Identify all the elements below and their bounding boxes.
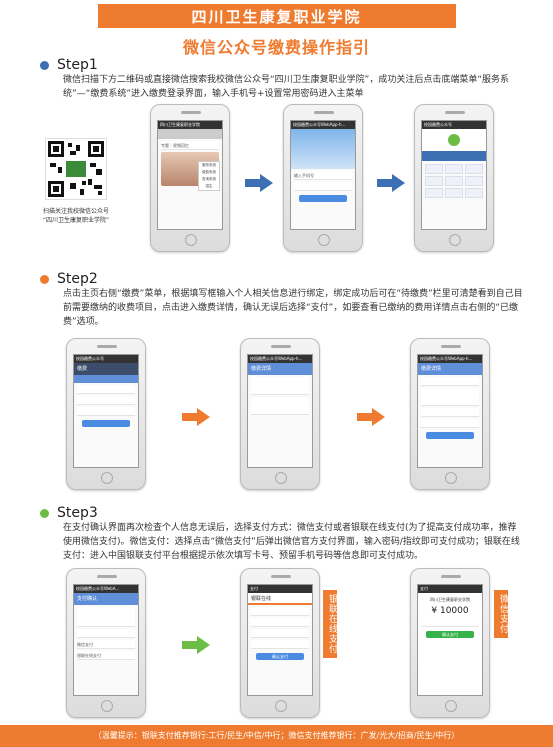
arrow-right-icon: [357, 408, 385, 426]
step1-dot: [40, 60, 49, 70]
status-bar: 校园缴费公众号WebApp-h...: [418, 355, 482, 363]
step3-title: Step3: [57, 505, 98, 521]
fee-item[interactable]: [251, 377, 309, 395]
unionpay-option[interactable]: 银联在线支付: [77, 651, 135, 660]
step1-phone-3: 校园缴费公众号: [414, 104, 494, 252]
step1-title: Step1: [57, 57, 98, 73]
login-button[interactable]: [299, 195, 347, 202]
screen-header: 缴费详情: [418, 363, 482, 375]
screen-header: 缴费详情: [248, 363, 312, 375]
form-field[interactable]: [77, 396, 135, 405]
step2-text: 点击主页右侧“缴费”菜单，根据填写框输入个人相关信息进行绑定，绑定成功后可在“待…: [63, 289, 523, 327]
speaker-icon: [181, 111, 201, 114]
step3-text: 在支付确认界面再次检查个人信息无误后，选择支付方式：微信支付或者银联在线支付(为…: [63, 523, 520, 561]
phone-screen: 四川卫生康复职业学院 专题｜视频回忆 服务系统 缴费系统 查询系统 招生: [157, 120, 223, 230]
step2-phone-2: 校园缴费公众号WebApp-h... 缴费详情: [240, 338, 320, 490]
bind-button[interactable]: [82, 420, 130, 427]
title-ribbon: 四川卫生康复职业学院: [97, 4, 456, 28]
step3-phone-2: 支付 银联在线 确认支付: [240, 568, 320, 718]
menu-item[interactable]: 查询系统: [202, 177, 216, 181]
step2-phone-1: 校园缴费公众号 缴费: [66, 338, 146, 490]
arrow-right-icon: [182, 636, 210, 654]
fee-item[interactable]: [251, 397, 309, 415]
status-bar: 校园缴费公众号WebApp-h...: [291, 121, 355, 129]
screen-header: 支付确认: [74, 593, 138, 605]
status-bar: 校园缴费公众号: [74, 355, 138, 363]
screen-header: 银联在线: [248, 593, 312, 605]
main-menu-grid[interactable]: [422, 161, 486, 201]
status-bar: 校园缴费公众号: [422, 121, 486, 129]
form-field[interactable]: [77, 385, 135, 394]
step1-phone-1: 四川卫生康复职业学院 专题｜视频回忆 服务系统 缴费系统 查询系统 招生: [150, 104, 230, 252]
step2-title: Step2: [57, 271, 98, 287]
status-bar: 校园缴费公众号WebA...: [74, 585, 138, 593]
wechat-pay-option[interactable]: 微信支付: [77, 640, 135, 649]
status-bar: 四川卫生康复职业学院: [158, 121, 222, 129]
menu-item[interactable]: 招生: [205, 184, 213, 188]
page-subtitle: 微信公众号缴费操作指引: [182, 38, 370, 57]
step1-heading: Step1: [40, 57, 98, 73]
city-illustration: [291, 129, 355, 169]
menu-item[interactable]: 缴费系统: [202, 170, 216, 174]
password-input[interactable]: [294, 182, 352, 191]
unionpay-label: 银联在线支付: [323, 590, 337, 658]
school-name: 四川卫生康复职业学院: [191, 7, 362, 26]
status-bar: 支付: [248, 585, 312, 593]
home-button-icon: [185, 234, 197, 246]
post-title: 专题｜视频回忆: [161, 141, 219, 150]
qr-caption-line1: 扫描关注我校微信公众号: [42, 208, 109, 215]
wechat-pay-label: 微信支付: [494, 590, 508, 638]
service-menu[interactable]: 服务系统 缴费系统 查询系统 招生: [198, 161, 220, 191]
step3-phone-1: 校园缴费公众号WebA... 支付确认 微信支付 银联在线支付: [66, 568, 146, 718]
menu-item[interactable]: 服务系统: [202, 163, 216, 167]
arrow-right-icon: [245, 174, 273, 192]
form-field[interactable]: [77, 407, 135, 416]
step1-text: 微信扫描下方二维码或直接微信搜索我校微信公众号“四川卫生康复职业学院”，成功关注…: [63, 75, 509, 99]
status-bar: 校园缴费公众号WebApp-h...: [248, 355, 312, 363]
phone-number-input[interactable]: 输入手机号: [294, 171, 352, 180]
confirm-pay-button[interactable]: 确认支付: [256, 653, 304, 660]
qr-code-icon: [48, 141, 104, 197]
step2-heading: Step2: [40, 271, 98, 287]
qr-caption-line2: “四川卫生康复职业学院”: [42, 217, 110, 224]
arrow-right-icon: [377, 174, 405, 192]
step1-phone-2: 校园缴费公众号WebApp-h... 输入手机号: [283, 104, 363, 252]
arrow-right-icon: [182, 408, 210, 426]
school-logo-icon: [448, 134, 460, 146]
footer-tip: （温馨提示：银联支付推荐银行:工行/民生/中信/中行；微信支付推荐银行：广发/光…: [0, 725, 553, 747]
qr-caption: 扫描关注我校微信公众号 “四川卫生康复职业学院”: [36, 207, 116, 225]
qr-code: [45, 138, 107, 200]
step3-heading: Step3: [40, 505, 98, 521]
step3-dot: [40, 508, 49, 518]
step2-dot: [40, 274, 49, 284]
payee-name: 四川卫生康复职业学院: [430, 597, 470, 602]
screen-header: 缴费: [74, 363, 138, 375]
title-banner: 四川卫生康复职业学院: [0, 0, 553, 42]
step2-phone-3: 校园缴费公众号WebApp-h... 缴费详情: [410, 338, 490, 490]
step3-phone-3: 支付 四川卫生康复职业学院 ¥ 10000 确认支付: [410, 568, 490, 718]
pay-amount: ¥ 10000: [431, 606, 469, 616]
wechat-confirm-button[interactable]: 确认支付: [426, 631, 474, 638]
status-bar: 支付: [418, 585, 482, 593]
pay-button[interactable]: [426, 432, 474, 439]
